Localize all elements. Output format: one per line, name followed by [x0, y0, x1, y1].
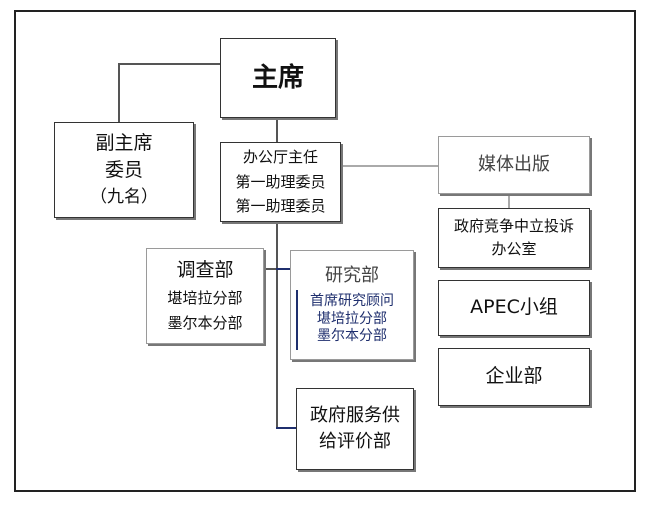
- connector-chair-vice-h: [118, 63, 220, 65]
- connector-trunk-research: [276, 268, 290, 270]
- media-label: 媒体出版: [478, 153, 550, 175]
- gov-services-line-2: 给评价部: [319, 431, 391, 452]
- gov-services-box: 政府服务供 给评价部: [296, 388, 414, 470]
- media-box: 媒体出版: [438, 136, 590, 194]
- enterprise-box: 企业部: [438, 348, 590, 406]
- vice-chairman-box: 副主席 委员 （九名）: [54, 122, 194, 218]
- research-canberra: 堪培拉分部: [317, 310, 387, 327]
- office-assistant-2: 第一助理委员: [235, 197, 326, 216]
- connector-trunk-investigation: [262, 268, 276, 270]
- research-melbourne: 墨尔本分部: [317, 328, 387, 344]
- vice-chairman-count: （九名）: [90, 187, 158, 208]
- neutrality-line-1: 政府竞争中立投诉: [453, 217, 574, 236]
- research-chief-advisor: 首席研究顾问: [310, 293, 394, 309]
- vice-chairman-title: 副主席: [95, 131, 153, 154]
- connector-chair-vice-v: [118, 63, 120, 123]
- neutrality-office-box: 政府竞争中立投诉 办公室: [438, 208, 590, 268]
- neutrality-line-2: 办公室: [491, 240, 537, 258]
- office-assistant-1: 第一助理委员: [235, 172, 326, 191]
- office-director: 办公厅主任: [242, 147, 318, 166]
- gov-services-line-1: 政府服务供: [310, 404, 400, 426]
- investigation-title: 调查部: [176, 259, 234, 282]
- apec-label: APEC小组: [470, 296, 558, 319]
- connector-office-trunk: [276, 222, 278, 428]
- chairman-box: 主席: [220, 38, 336, 118]
- chairman-label: 主席: [251, 62, 304, 93]
- enterprise-label: 企业部: [485, 365, 543, 388]
- office-box: 办公厅主任 第一助理委员 第一助理委员: [220, 142, 341, 222]
- investigation-melbourne: 墨尔本分部: [167, 313, 243, 332]
- research-title: 研究部: [325, 264, 379, 286]
- apec-box: APEC小组: [438, 280, 590, 336]
- connector-chair-office: [276, 118, 278, 143]
- investigation-canberra: 堪培拉分部: [167, 289, 243, 308]
- connector-trunk-govservices: [276, 427, 296, 429]
- connector-right-column: [508, 195, 510, 209]
- diagram-frame: [14, 10, 636, 492]
- vice-chairman-members: 委员: [104, 159, 143, 182]
- investigation-box: 调查部 堪培拉分部 墨尔本分部: [146, 248, 264, 344]
- connector-office-media: [341, 165, 439, 167]
- research-inner-bar: [296, 290, 298, 350]
- research-box: 研究部 首席研究顾问 堪培拉分部 墨尔本分部: [290, 250, 414, 360]
